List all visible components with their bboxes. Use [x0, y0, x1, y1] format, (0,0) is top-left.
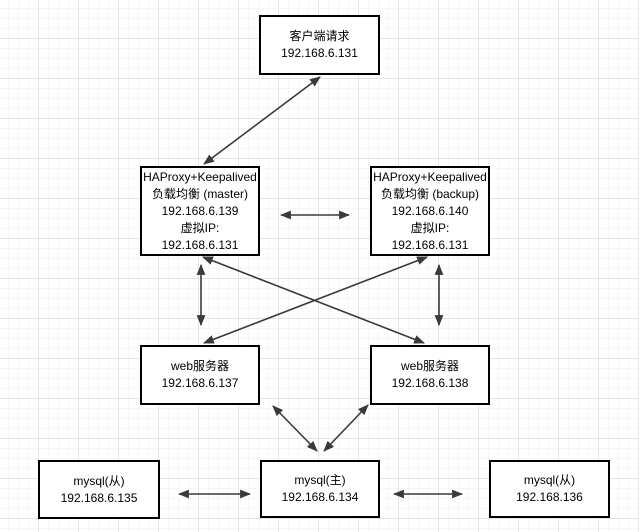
node-label: HAProxy+Keepalived — [143, 169, 257, 184]
node-vip-label: 虚拟IP: — [180, 220, 220, 235]
node-label: HAProxy+Keepalived — [373, 169, 487, 184]
edge-haproxy-backup-web1 — [202, 256, 429, 344]
node-web-server-2: web服务器 192.168.6.138 — [370, 345, 490, 405]
node-mysql-slave-1: mysql(从) 192.168.6.135 — [38, 460, 160, 519]
node-role: 负载均衡 (master) — [151, 186, 248, 201]
node-ip: 192.168.6.135 — [60, 490, 138, 505]
node-haproxy-backup: HAProxy+Keepalived 负载均衡 (backup) 192.168… — [370, 166, 490, 256]
node-vip: 192.168.6.131 — [391, 237, 469, 252]
node-role: 负载均衡 (backup) — [380, 186, 480, 201]
node-ip: 192.168.136 — [516, 490, 583, 504]
node-web-server-1: web服务器 192.168.6.137 — [140, 345, 260, 405]
node-ip: 192.168.6.139 — [161, 203, 239, 218]
node-label: web服务器 — [170, 359, 229, 373]
node-mysql-primary: mysql(主) 192.168.6.134 — [260, 460, 380, 518]
node-label: web服务器 — [400, 359, 459, 373]
edge-web2-mysql-primary — [323, 404, 369, 452]
node-label: 客户端请求 — [289, 29, 350, 43]
node-client-request: 客户端请求 192.168.6.131 — [259, 15, 380, 75]
node-ip: 192.168.6.131 — [281, 46, 358, 60]
node-haproxy-master: HAProxy+Keepalived 负载均衡 (master) 192.168… — [140, 166, 260, 256]
node-label: mysql(从) — [73, 473, 125, 488]
node-ip: 192.168.6.138 — [391, 376, 469, 390]
node-vip-label: 虚拟IP: — [410, 220, 450, 235]
node-ip: 192.168.6.137 — [161, 376, 239, 390]
edge-web1-mysql-primary — [272, 405, 318, 452]
node-vip: 192.168.6.131 — [161, 237, 239, 252]
node-label: mysql(主) — [294, 473, 346, 487]
node-ip: 192.168.6.134 — [281, 490, 359, 504]
node-mysql-slave-2: mysql(从) 192.168.136 — [489, 460, 610, 518]
node-label: mysql(从) — [523, 473, 576, 487]
edge-client-haproxy-master — [203, 76, 321, 165]
node-ip: 192.168.6.140 — [391, 203, 469, 218]
